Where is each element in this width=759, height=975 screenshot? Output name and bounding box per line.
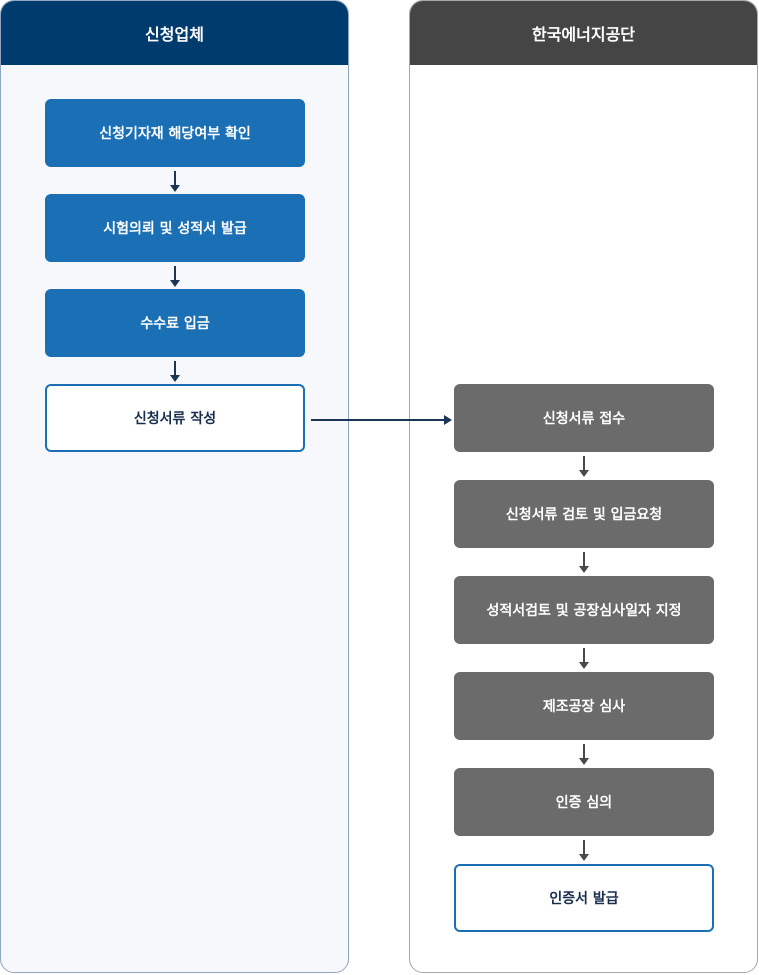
- step-review-documents: 신청서류 검토 및 입금요청: [454, 480, 714, 548]
- step-fee-payment: 수수료 입금: [45, 289, 305, 357]
- arrow-down: [579, 552, 589, 574]
- arrow-down: [579, 840, 589, 862]
- arrow-right: [311, 415, 452, 425]
- step-receive-documents: 신청서류 접수: [454, 384, 714, 452]
- step-prepare-documents: 신청서류 작성: [45, 384, 305, 452]
- arrow-down: [579, 456, 589, 478]
- step-issue-certificate: 인증서 발급: [454, 864, 714, 932]
- step-test-request: 시험의뢰 및 성적서 발급: [45, 194, 305, 262]
- step-schedule-audit: 성적서검토 및 공장심사일자 지정: [454, 576, 714, 644]
- arrow-down: [170, 266, 180, 288]
- arrow-down: [170, 171, 180, 193]
- step-factory-audit: 제조공장 심사: [454, 672, 714, 740]
- arrow-down: [170, 361, 180, 383]
- step-certification-review: 인증 심의: [454, 768, 714, 836]
- step-check-eligibility: 신청기자재 해당여부 확인: [45, 99, 305, 167]
- arrow-down: [579, 648, 589, 670]
- lane-applicant-title: 신청업체: [1, 1, 348, 65]
- lane-agency-title: 한국에너지공단: [410, 1, 757, 65]
- arrow-down: [579, 744, 589, 766]
